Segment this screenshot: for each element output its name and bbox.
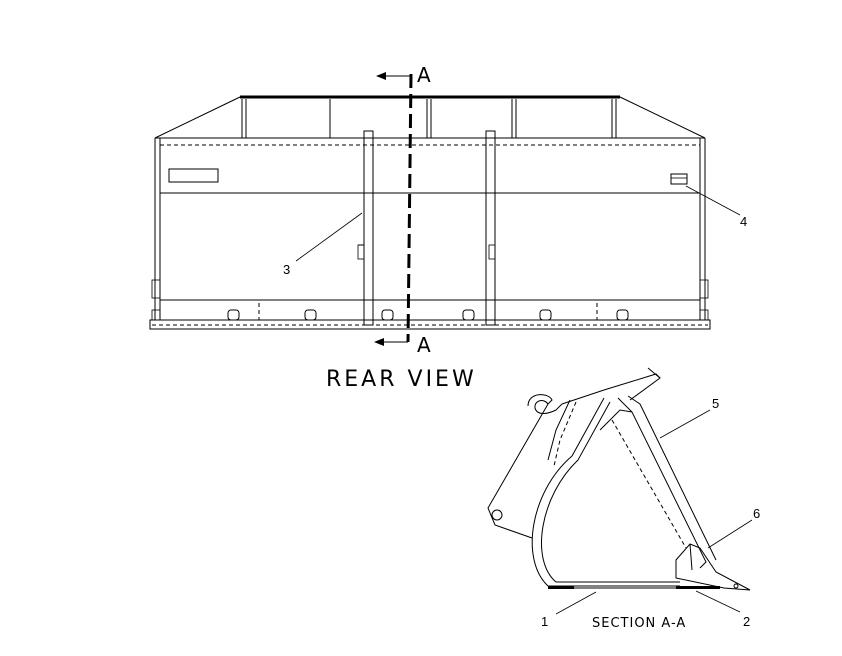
base-tabs	[227, 303, 629, 321]
section-letter-top: A	[417, 63, 431, 87]
guard-posts	[241, 99, 617, 138]
callout-2: 2	[743, 614, 750, 629]
tooth-adapter	[675, 543, 751, 591]
section-letter-bottom: A	[417, 333, 431, 357]
bucket-curve	[531, 397, 680, 587]
corner-brackets	[151, 279, 709, 321]
section-title: SECTION A-A	[592, 616, 686, 631]
leader-5	[659, 409, 711, 439]
pin-hole	[491, 509, 503, 521]
vertical-stiffener-left	[357, 130, 374, 326]
rear-view: A A	[149, 63, 741, 357]
nameplate	[168, 168, 219, 183]
guard-left-slope	[154, 96, 241, 139]
callout-1: 1	[541, 614, 548, 629]
leader-6	[707, 519, 753, 549]
section-view	[487, 367, 753, 615]
top-hook	[527, 394, 563, 414]
spill-guard	[561, 373, 661, 405]
vertical-stiffener-right	[485, 130, 496, 326]
side-plate-edge	[617, 397, 707, 569]
leader-1	[555, 591, 597, 615]
cutting-edge-base	[149, 319, 711, 330]
lower-pin-bracket	[487, 403, 549, 539]
leader-2	[695, 590, 741, 613]
callout-4: 4	[740, 214, 747, 229]
callout-3: 3	[283, 262, 290, 277]
leader-3	[295, 212, 363, 262]
rear-view-title: REAR VIEW	[326, 367, 477, 392]
callout-5: 5	[712, 396, 719, 411]
guard-right-slope	[619, 96, 706, 139]
id-plate	[670, 173, 688, 185]
callout-6: 6	[753, 506, 760, 521]
leader-4	[685, 185, 741, 216]
section-cut-line	[406, 73, 413, 343]
